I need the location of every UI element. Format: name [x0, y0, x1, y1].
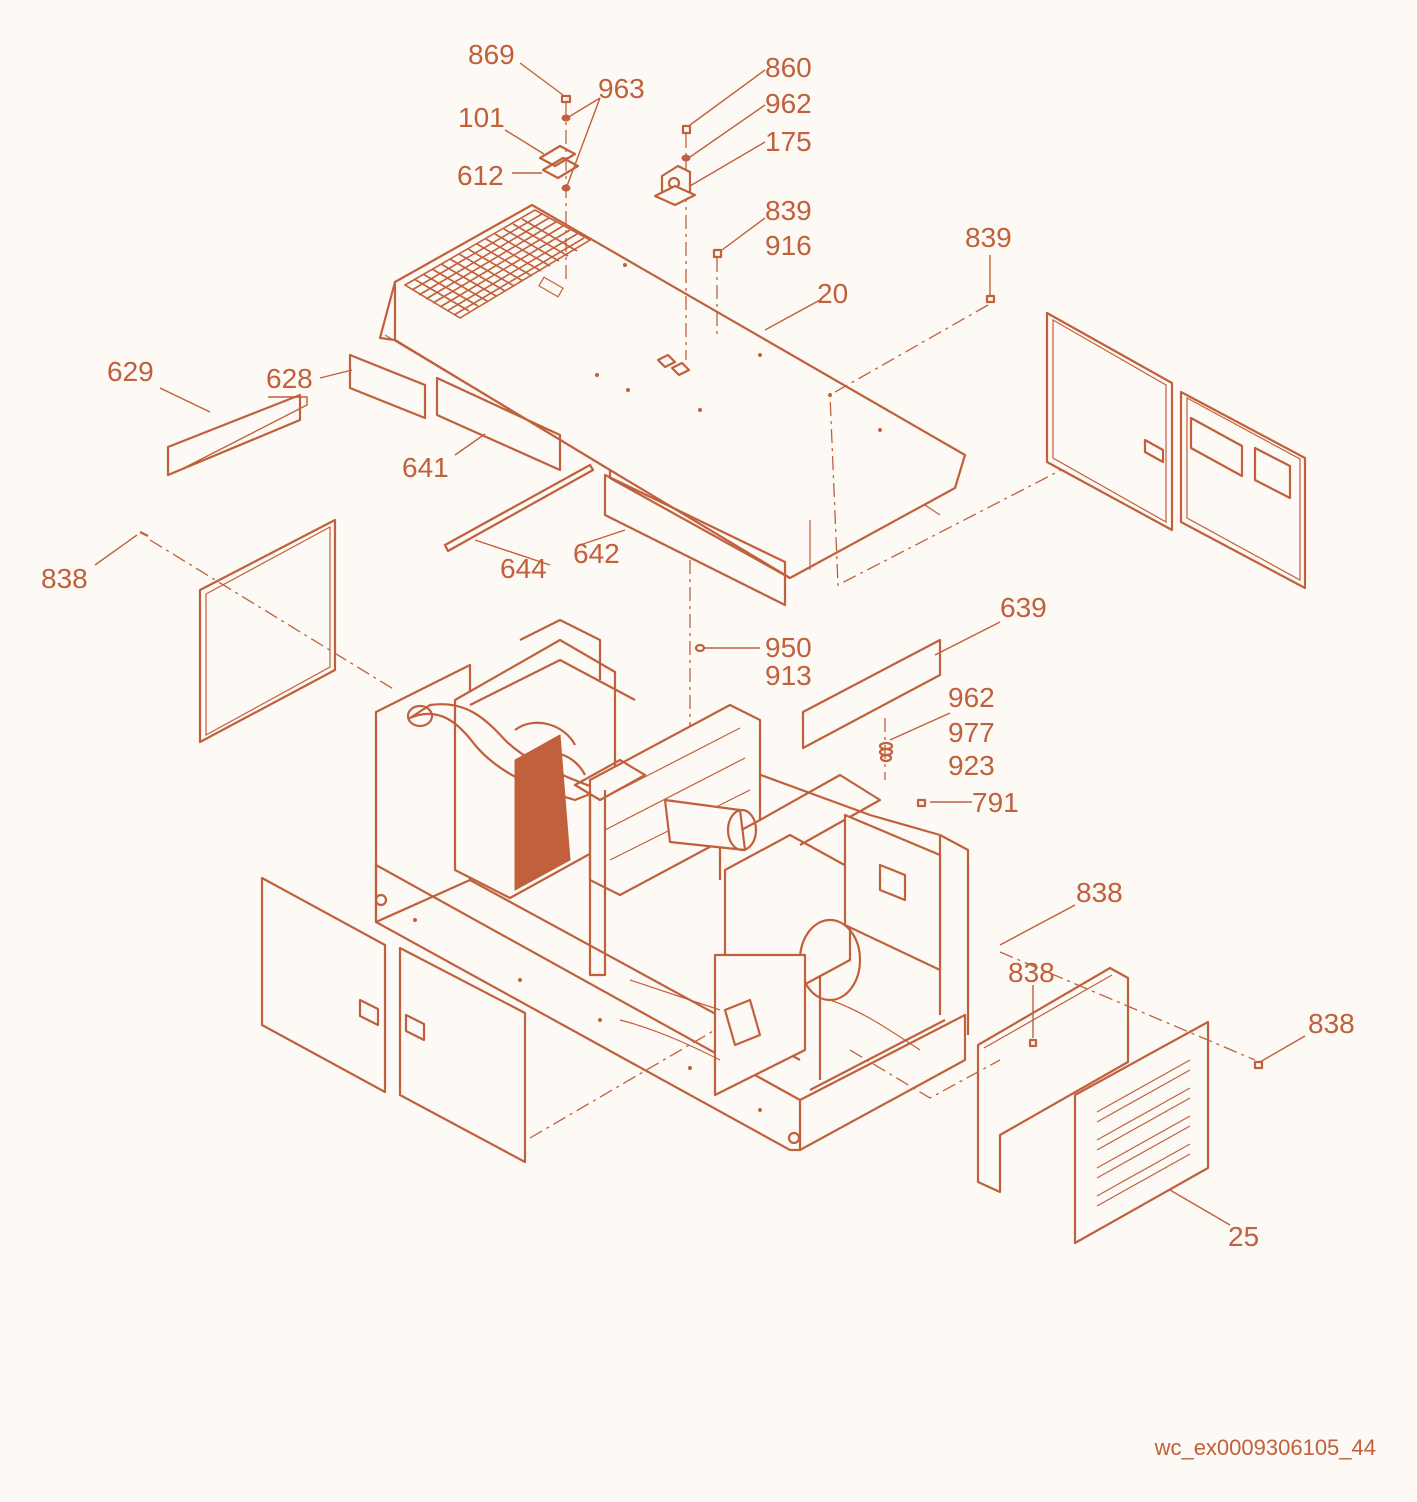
callout-101: 101 [458, 102, 505, 133]
callout-612: 612 [457, 160, 504, 191]
callout-791: 791 [972, 787, 1019, 818]
document-id: wc_ex0009306105_44 [1154, 1435, 1376, 1460]
callout-25: 25 [1228, 1221, 1259, 1252]
callout-641: 641 [402, 452, 449, 483]
callout-916: 916 [765, 230, 812, 261]
rear-louver-assembly [849, 951, 1264, 1245]
callout-839: 839 [765, 195, 812, 226]
bar-644 [443, 463, 595, 553]
callout-629: 629 [107, 356, 154, 387]
panel-641 [435, 376, 562, 472]
callout-20: 20 [817, 278, 848, 309]
radiator-core [514, 734, 571, 891]
louver-slots [1096, 1059, 1191, 1207]
front-doors [260, 876, 716, 1164]
callout-913: 913 [765, 660, 812, 691]
callout-839: 839 [965, 222, 1012, 253]
callout-838: 838 [1076, 877, 1123, 908]
callout-175: 175 [765, 126, 812, 157]
side-trim-panels [166, 353, 787, 607]
callout-628: 628 [266, 363, 313, 394]
callout-962: 962 [765, 88, 812, 119]
panel-628 [348, 353, 427, 420]
right-side-doors [1045, 311, 1307, 590]
callout-838: 838 [1308, 1008, 1355, 1039]
callout-977: 977 [948, 717, 995, 748]
panel-642 [603, 473, 787, 607]
callout-860: 860 [765, 52, 812, 83]
callout-labels: 869 963 101 612 860 962 175 839 916 839 … [41, 39, 1355, 1252]
leader-lines [94, 62, 1306, 1226]
callout-838: 838 [1008, 957, 1055, 988]
roof-intake-grille [403, 209, 592, 319]
callout-923: 923 [948, 750, 995, 781]
roof-canopy [378, 203, 967, 580]
bracket-175 [653, 164, 697, 207]
callout-644: 644 [500, 553, 547, 584]
top-fasteners [538, 94, 1066, 587]
callout-639: 639 [1000, 592, 1047, 623]
left-side-panel [139, 518, 396, 744]
callout-838: 838 [41, 563, 88, 594]
callout-962: 962 [948, 682, 995, 713]
callout-950: 950 [765, 632, 812, 663]
engine-assembly [406, 618, 942, 1097]
callout-642: 642 [573, 538, 620, 569]
callout-869: 869 [468, 39, 515, 70]
panel-629 [166, 393, 302, 477]
louver-panel-25 [1073, 1020, 1210, 1245]
callout-963: 963 [598, 73, 645, 104]
